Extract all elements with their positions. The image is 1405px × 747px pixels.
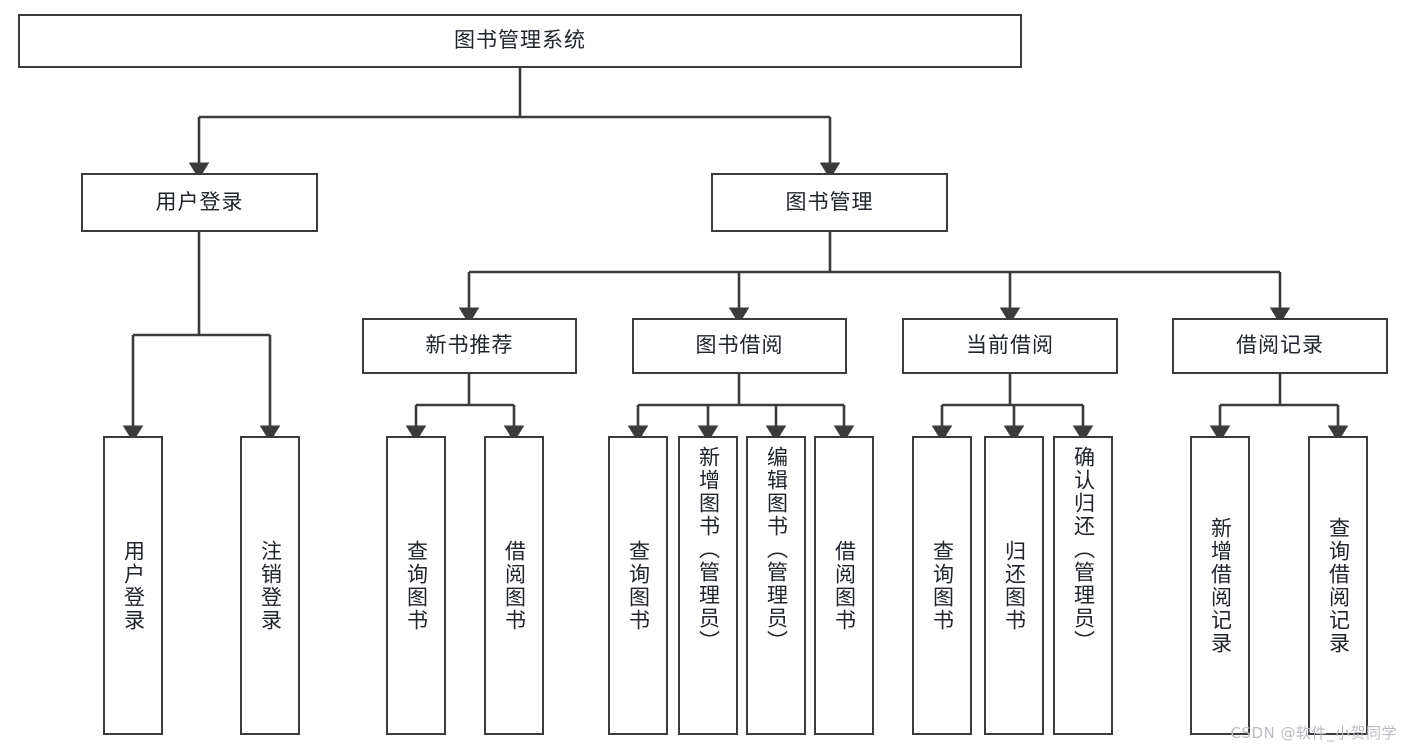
node-leaf-edit-book-label: 编辑图书（管理员） xyxy=(764,446,789,653)
node-new-book-recommend-label: 新书推荐 xyxy=(425,333,514,358)
node-book-borrow[interactable]: 图书借阅 xyxy=(632,318,847,374)
node-root-label: 图书管理系统 xyxy=(454,28,586,53)
node-leaf-borrow-book-1-label: 借阅图书 xyxy=(502,539,527,632)
node-current-borrow[interactable]: 当前借阅 xyxy=(902,318,1118,374)
node-leaf-borrow-book-2-label: 借阅图书 xyxy=(832,539,857,632)
node-leaf-query-record[interactable]: 查询借阅记录 xyxy=(1308,436,1368,735)
node-leaf-query-book-1-label: 查询图书 xyxy=(404,539,429,632)
node-new-book-recommend[interactable]: 新书推荐 xyxy=(362,318,577,374)
node-leaf-borrow-book-2[interactable]: 借阅图书 xyxy=(814,436,874,735)
node-leaf-query-book-2-label: 查询图书 xyxy=(626,539,651,632)
node-leaf-borrow-book-1[interactable]: 借阅图书 xyxy=(484,436,544,735)
node-leaf-edit-book[interactable]: 编辑图书（管理员） xyxy=(746,436,806,735)
node-leaf-query-book-1[interactable]: 查询图书 xyxy=(386,436,446,735)
node-leaf-add-record[interactable]: 新增借阅记录 xyxy=(1190,436,1250,735)
node-leaf-confirm-return[interactable]: 确认归还（管理员） xyxy=(1053,436,1113,735)
node-borrow-record-label: 借阅记录 xyxy=(1236,333,1324,358)
node-leaf-confirm-return-label: 确认归还（管理员） xyxy=(1071,446,1096,653)
node-leaf-logout[interactable]: 注销登录 xyxy=(240,436,300,735)
node-leaf-user-login[interactable]: 用户登录 xyxy=(103,436,163,735)
node-leaf-query-record-label: 查询借阅记录 xyxy=(1326,516,1351,655)
node-leaf-add-book-label: 新增图书（管理员） xyxy=(696,446,721,653)
node-user-login[interactable]: 用户登录 xyxy=(81,173,318,232)
node-borrow-record[interactable]: 借阅记录 xyxy=(1172,318,1388,374)
node-leaf-return-book-label: 归还图书 xyxy=(1002,539,1027,632)
node-leaf-query-book-3-label: 查询图书 xyxy=(930,539,955,632)
node-leaf-query-book-3[interactable]: 查询图书 xyxy=(912,436,972,735)
node-leaf-user-login-label: 用户登录 xyxy=(121,539,146,632)
node-leaf-add-book[interactable]: 新增图书（管理员） xyxy=(678,436,738,735)
node-root[interactable]: 图书管理系统 xyxy=(18,14,1022,68)
node-leaf-add-record-label: 新增借阅记录 xyxy=(1208,516,1233,655)
node-user-login-label: 用户登录 xyxy=(155,189,244,214)
node-book-borrow-label: 图书借阅 xyxy=(695,333,784,358)
node-leaf-logout-label: 注销登录 xyxy=(258,539,283,632)
node-leaf-query-book-2[interactable]: 查询图书 xyxy=(608,436,668,735)
node-book-manage-label: 图书管理 xyxy=(785,189,874,214)
node-current-borrow-label: 当前借阅 xyxy=(966,333,1054,358)
node-book-manage[interactable]: 图书管理 xyxy=(711,173,948,232)
node-leaf-return-book[interactable]: 归还图书 xyxy=(984,436,1044,735)
